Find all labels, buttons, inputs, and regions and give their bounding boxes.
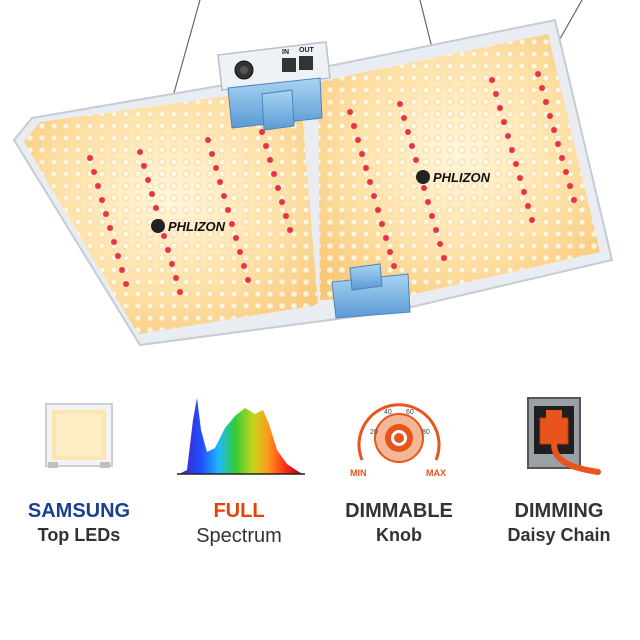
- svg-text:PHLIZON: PHLIZON: [168, 219, 226, 234]
- feature-subtitle: Knob: [376, 525, 422, 545]
- svg-text:40: 40: [384, 409, 392, 416]
- feature-title: SAMSUNG: [27, 500, 131, 522]
- feature-subtitle: Daisy Chain: [507, 525, 611, 545]
- svg-text:PHLIZON: PHLIZON: [433, 170, 491, 185]
- led-chip-icon: [45, 403, 113, 468]
- brand-logo-left: PHLIZON: [151, 219, 226, 234]
- feature-full-spectrum: FULL Spectrum: [164, 385, 314, 585]
- spectrum-chart-icon: [177, 398, 305, 475]
- right-led-board: [318, 34, 600, 300]
- rj-ports: IN OUT: [282, 47, 315, 72]
- feature-samsung-leds: SAMSUNG Top LEDs: [4, 385, 154, 585]
- grow-light-panel-image: PHLIZON PHLIZON IN OUT: [12, 0, 614, 347]
- bottom-bracket: [331, 263, 411, 319]
- svg-text:OUT: OUT: [299, 47, 315, 54]
- svg-text:20: 20: [370, 429, 378, 436]
- dimmer-knob-icon: 20 40 60 80 MIN MAX: [350, 403, 446, 478]
- feature-title: DIMMABLE: [345, 500, 453, 522]
- feature-title: FULL: [213, 500, 265, 522]
- svg-text:IN: IN: [282, 49, 289, 56]
- svg-text:MAX: MAX: [426, 468, 446, 478]
- feature-title: DIMMING: [514, 500, 604, 522]
- rj-port-icon: [527, 397, 601, 475]
- feature-subtitle: Spectrum: [196, 525, 282, 547]
- dimmer-knob: [234, 60, 254, 80]
- feature-dimming-daisy-chain: DIMMING Daisy Chain: [484, 385, 634, 585]
- svg-text:80: 80: [422, 429, 430, 436]
- brand-logo-right: PHLIZON: [416, 170, 491, 185]
- left-led-board: [24, 86, 318, 334]
- feature-dimmable-knob: 20 40 60 80 MIN MAX DIMMABLE Knob: [324, 385, 474, 585]
- top-driver-box: [217, 41, 331, 131]
- red-led-columns-right: [347, 71, 577, 269]
- svg-text:MIN: MIN: [350, 468, 367, 478]
- svg-text:60: 60: [406, 409, 414, 416]
- feature-subtitle: Top LEDs: [37, 525, 121, 545]
- feature-row: SAMSUNG Top LEDs FULL Spectrum: [0, 385, 640, 585]
